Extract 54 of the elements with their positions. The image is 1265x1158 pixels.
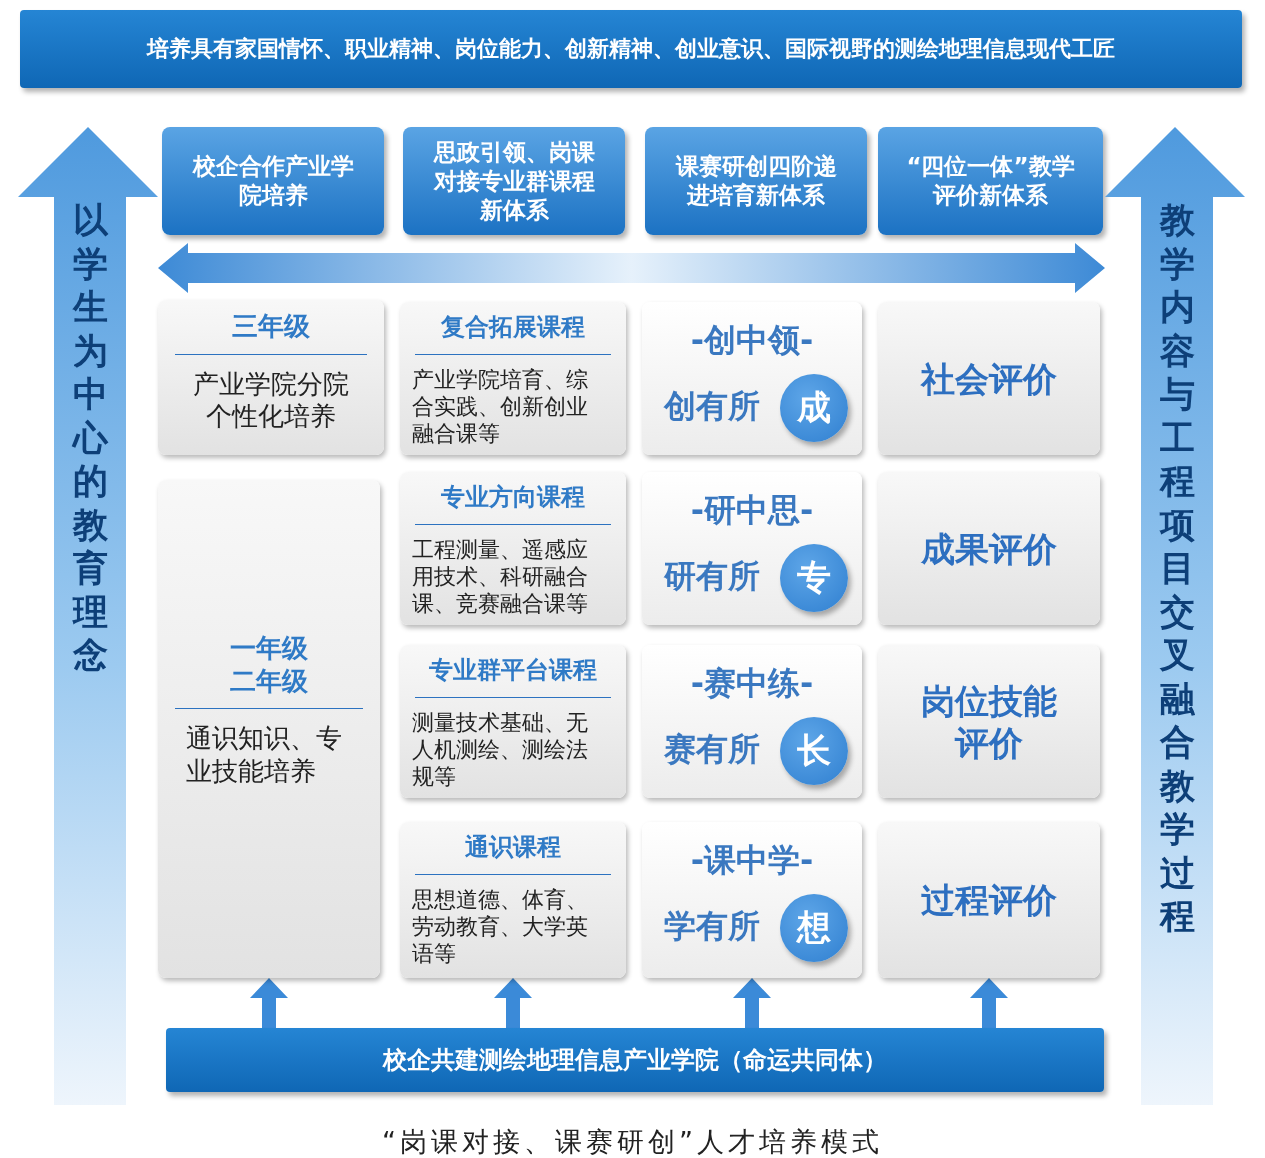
card-body: 产业学院分院个性化培养 — [192, 368, 350, 432]
badge-circle: 长 — [780, 717, 848, 785]
evaluation-card: 社会评价 — [878, 302, 1100, 455]
badge-circle: 专 — [780, 544, 848, 612]
motto-card — [642, 645, 862, 798]
goal-banner: 培养具有家国情怀、职业精神、岗位能力、创新精神、创业意识、国际视野的测绘地理信息现代工匠 — [20, 10, 1242, 88]
evaluation-card: 岗位技能评价 — [878, 645, 1100, 798]
card-heading: 复合拓展课程 — [440, 312, 586, 342]
vertical-text: 教学内容与工程项目交叉融合教学过程 — [1158, 199, 1196, 938]
badge-circle: 想 — [780, 894, 848, 962]
card-heading: 专业群平台课程 — [428, 655, 598, 685]
vertical-arrow-band — [18, 127, 158, 1105]
course-card — [400, 822, 626, 978]
card-body: 产业学院培育、综合实践、创新创业融合课等 — [412, 366, 589, 447]
card-body: 思想道德、体育、劳动教育、大学英语等 — [412, 886, 589, 967]
card-heading: 通识课程 — [464, 832, 562, 862]
card-heading: 一年级二年级 — [229, 632, 309, 698]
caption: “岗课对接、课赛研创”人才培养模式 — [382, 1126, 883, 1157]
motto-text: -研中思- — [689, 490, 815, 531]
motto-text: -课中学- — [689, 840, 815, 881]
card-heading: 专业方向课程 — [440, 482, 586, 512]
vertical-text: 以学生为中心的教育理念 — [71, 199, 110, 677]
motto-text: 学有所 — [664, 906, 760, 946]
up-arrow — [733, 978, 771, 1028]
motto-card — [642, 472, 862, 625]
motto-card — [642, 822, 862, 978]
card-body: 测量技术基础、无人机测绘、测绘法规等 — [412, 709, 589, 790]
footer-banner: 校企共建测绘地理信息产业学院（命运共同体） — [166, 1028, 1104, 1092]
course-card — [400, 472, 626, 625]
grade-card — [158, 480, 380, 978]
evaluation-card: 成果评价 — [878, 472, 1100, 625]
up-arrow — [250, 978, 288, 1028]
header-box: 课赛研创四阶递进培育新体系 — [645, 127, 867, 235]
motto-text: 研有所 — [664, 556, 760, 596]
card-body: 通识知识、专业技能培养 — [186, 722, 343, 788]
double-arrow — [158, 243, 1105, 293]
motto-text: 创有所 — [664, 386, 760, 426]
motto-text: -赛中练- — [689, 663, 815, 704]
up-arrow — [494, 978, 532, 1028]
motto-text: -创中领- — [689, 320, 815, 361]
motto-card — [642, 302, 862, 455]
vertical-arrow-band — [1105, 127, 1245, 1105]
grade-card — [158, 300, 384, 455]
motto-text: 赛有所 — [664, 729, 760, 769]
header-box: 思政引领、岗课对接专业群课程新体系 — [403, 127, 625, 235]
evaluation-card: 过程评价 — [878, 822, 1100, 978]
course-card — [400, 645, 626, 798]
card-body: 工程测量、遥感应用技术、科研融合课、竞赛融合课等 — [412, 536, 589, 617]
course-card — [400, 302, 626, 455]
badge-circle: 成 — [780, 374, 848, 442]
up-arrow — [970, 978, 1008, 1028]
card-heading: 三年级 — [231, 310, 311, 343]
header-box: 校企合作产业学院培养 — [162, 127, 384, 235]
header-box: “四位一体”教学评价新体系 — [878, 127, 1103, 235]
